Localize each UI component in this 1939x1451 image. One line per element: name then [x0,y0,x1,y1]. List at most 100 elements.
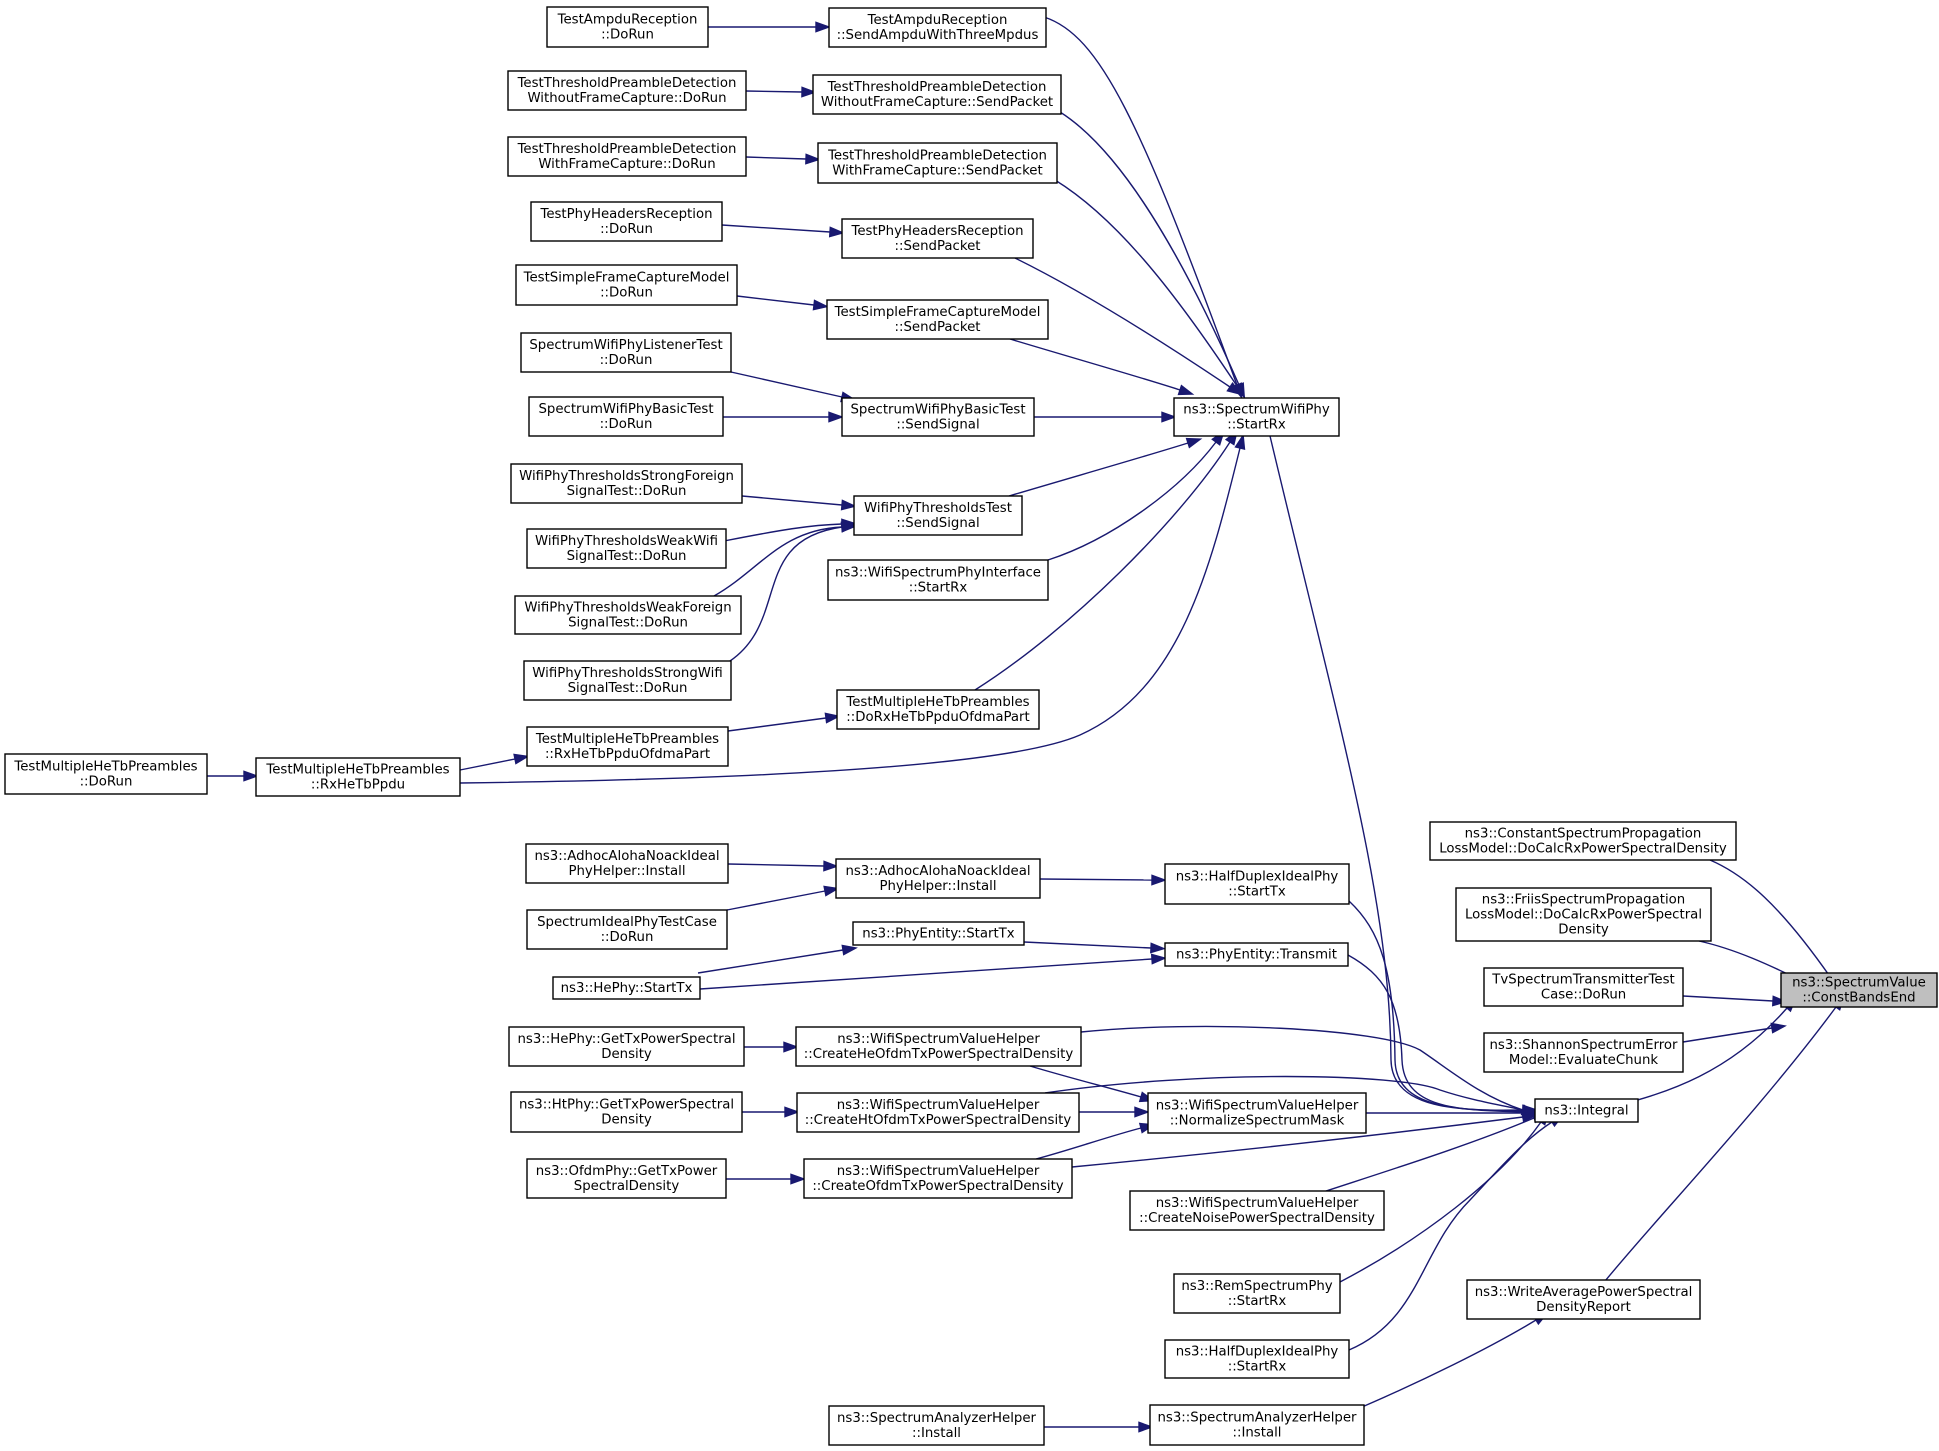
graph-node[interactable]: ns3::Integral [1534,1098,1639,1123]
edge-line [1054,179,1238,387]
call-edge [745,86,818,98]
graph-node[interactable]: TestPhyHeadersReception::SendPacket [841,218,1034,259]
graph-node[interactable]: TestMultipleHeTbPreambles::DoRxHeTbPpduO… [836,689,1040,730]
graph-node[interactable]: WifiPhyThresholdsStrongForeignSignalTest… [510,463,743,504]
graph-node[interactable]: ns3::WriteAveragePowerSpectralDensityRep… [1466,1279,1701,1320]
node-label-line: ns3::SpectrumValue [1792,976,1926,991]
node-label-line: ::ConstBandsEnd [1802,991,1915,1006]
graph-node[interactable]: ns3::FriisSpectrumPropagationLossModel::… [1455,887,1712,942]
graph-node[interactable]: ns3::WifiSpectrumValueHelper::CreateNois… [1129,1190,1385,1231]
graph-node[interactable]: ns3::ConstantSpectrumPropagationLossMode… [1429,821,1737,861]
graph-node[interactable]: TestThresholdPreambleDetectionWithoutFra… [812,74,1062,115]
graph-node[interactable]: TestSimpleFrameCaptureModel::SendPacket [826,299,1049,340]
call-edge [1008,437,1203,497]
node-box [1147,1092,1367,1134]
node-label-line: SignalTest::DoRun [567,484,687,499]
graph-node[interactable]: ns3::HalfDuplexIdealPhy::StartRx [1164,1339,1350,1379]
arrowhead-icon [1771,995,1789,1007]
edge-line [1600,1006,1837,1287]
graph-node[interactable]: ns3::WifiSpectrumPhyInterface::StartRx [827,559,1049,601]
arrowhead-icon [1177,384,1195,396]
edge-line [1347,954,1524,1113]
edge-line [1348,1121,1553,1351]
edge-line [1029,1065,1142,1098]
arrowhead-icon [790,1173,807,1185]
graph-node[interactable]: SpectrumWifiPhyBasicTest::SendSignal [841,397,1035,437]
graph-node[interactable]: ns3::SpectrumAnalyzerHelper::Install [1149,1404,1365,1446]
arrowhead-icon [801,86,818,98]
edge-line [1009,338,1181,391]
node-label-line: ns3::OfdmPhy::GetTxPower [536,1164,718,1179]
node-label-line: ::CreateOfdmTxPowerSpectralDensity [812,1179,1063,1194]
node-box [510,1091,743,1133]
node-label-line: ::RxHeTbPpdu [311,778,405,793]
call-edge [1361,1312,1549,1408]
graph-node[interactable]: ns3::SpectrumAnalyzerHelper::Install [828,1405,1045,1446]
call-edge [726,1173,807,1185]
graph-node[interactable]: ns3::SpectrumWifiPhy::StartRx [1173,397,1340,437]
node-label-line: ::DoRxHeTbPpduOfdmaPart [846,710,1029,725]
graph-node[interactable]: ns3::HalfDuplexIdealPhy::StartTx [1164,863,1350,905]
call-edge [744,1041,800,1053]
graph-node[interactable]: TestThresholdPreambleDetectionWithFrameC… [507,136,747,177]
graph-node[interactable]: WifiPhyThresholdsStrongWifiSignalTest::D… [523,660,732,701]
call-edge [459,433,1246,784]
graph-node[interactable]: ns3::WifiSpectrumValueHelper::CreateHeOf… [795,1026,1082,1067]
graph-node[interactable]: ns3::AdhocAlohaNoackIdealPhyHelper::Inst… [835,858,1041,899]
graph-node[interactable]: TestPhyHeadersReception::DoRun [530,201,723,242]
graph-node[interactable]: ns3::RemSpectrumPhy::StartRx [1173,1273,1341,1314]
call-edge [697,944,858,974]
edge-line [1361,1319,1537,1408]
graph-node[interactable]: ns3::WifiSpectrumValueHelper::CreateHtOf… [796,1092,1080,1133]
node-label-line: SignalTest::DoRun [567,549,687,564]
node-box [817,142,1058,184]
node-label-line: TestThresholdPreambleDetection [517,142,737,157]
arrowhead-icon [1150,953,1168,965]
graph-node[interactable]: ns3::ShannonSpectrumErrorModel::Evaluate… [1483,1032,1684,1073]
graph-root-node[interactable]: ns3::SpectrumValue::ConstBandsEnd [1780,972,1938,1008]
call-edge [699,953,1168,990]
graph-node[interactable]: SpectrumWifiPhyBasicTest::DoRun [528,396,724,437]
graph-node[interactable]: SpectrumIdealPhyTestCase::DoRun [526,909,728,950]
call-edge [736,295,829,311]
graph-node[interactable]: WifiPhyThresholdsWeakWifiSignalTest::DoR… [526,528,727,569]
graph-node[interactable]: WifiPhyThresholdsWeakForeignSignalTest::… [514,595,742,635]
node-label-line: ns3::PhyEntity::Transmit [1176,948,1337,963]
graph-node[interactable]: WifiPhyThresholdsTest::SendSignal [853,495,1023,536]
edge-line [1709,859,1832,979]
node-label-line: ::DoRun [600,417,653,432]
graph-node[interactable]: ns3::HePhy::StartTx [552,976,701,1000]
node-label-line: TestPhyHeadersReception [850,224,1023,239]
graph-node[interactable]: TestSimpleFrameCaptureModel::DoRun [515,264,738,306]
graph-node[interactable]: TestThresholdPreambleDetectionWithoutFra… [507,70,747,111]
graph-node[interactable]: TestMultipleHeTbPreambles::RxHeTbPpdu [255,757,461,797]
graph-node[interactable]: TestThresholdPreambleDetectionWithFrameC… [817,142,1058,184]
graph-node[interactable]: TestAmpduReception::DoRun [546,6,709,48]
call-edge [1047,429,1226,561]
arrowhead-icon [815,21,832,33]
node-label-line: ::RxHeTbPpduOfdmaPart [545,747,710,762]
graph-node[interactable]: TestMultipleHeTbPreambles::DoRun [4,753,208,795]
graph-node[interactable]: ns3::PhyEntity::Transmit [1164,942,1349,967]
node-box [508,1026,745,1067]
node-box [1173,1273,1341,1314]
node-label-line: TvSpectrumTransmitterTest [1491,973,1674,988]
node-label-line: TestSimpleFrameCaptureModel [523,271,730,286]
graph-node[interactable]: ns3::WifiSpectrumValueHelper::NormalizeS… [1147,1092,1367,1134]
graph-node[interactable]: TestAmpduReception::SendAmpduWithThreeMp… [828,7,1047,48]
graph-node[interactable]: ns3::PhyEntity::StartTx [852,921,1025,946]
node-label-line: ns3::SpectrumAnalyzerHelper [1157,1411,1357,1426]
node-label-line: ::DoRun [601,28,654,43]
graph-node[interactable]: ns3::AdhocAlohaNoackIdealPhyHelper::Inst… [525,843,729,884]
graph-node[interactable]: SpectrumWifiPhyListenerTest::DoRun [520,332,732,373]
call-edge [1682,1022,1787,1043]
call-edge [207,770,260,782]
call-edge [742,1106,801,1118]
node-box [1466,1279,1701,1320]
graph-node[interactable]: TestMultipleHeTbPreambles::RxHeTbPpduOfd… [526,726,729,767]
graph-node[interactable]: ns3::WifiSpectrumValueHelper::CreateOfdm… [803,1158,1073,1199]
